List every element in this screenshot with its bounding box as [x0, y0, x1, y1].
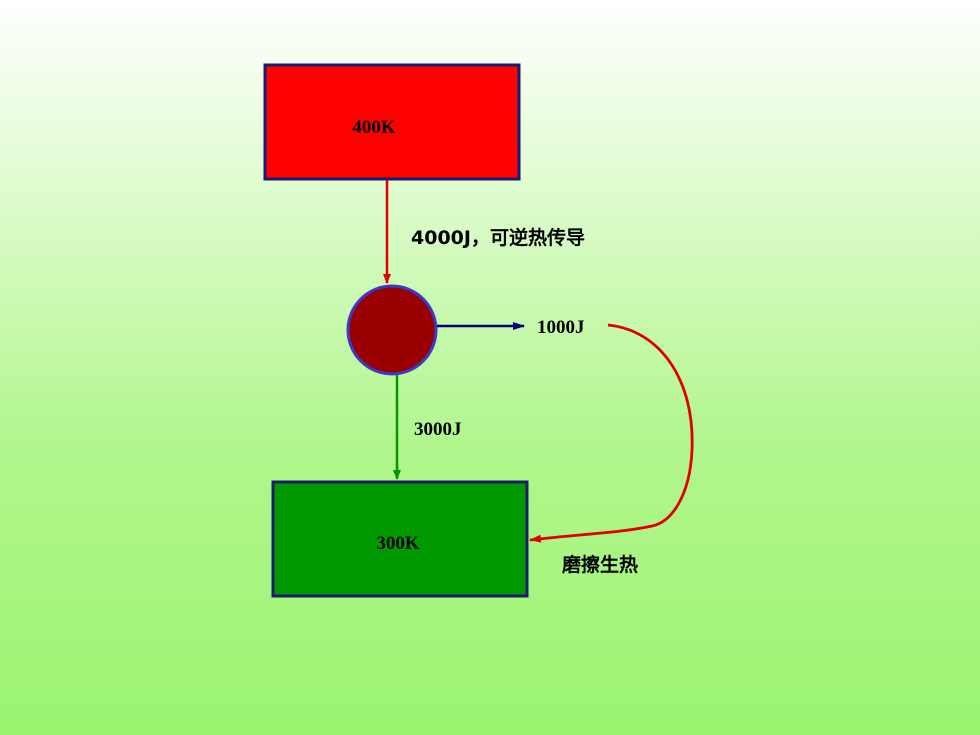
work-out-label: 1000J: [537, 317, 585, 338]
heat-in-label: 4000J，可逆热传导: [411, 226, 585, 249]
friction-heat-label: 磨擦生热: [561, 553, 638, 576]
heat-out-label: 3000J: [414, 419, 462, 440]
cold-reservoir-box: [271, 480, 529, 598]
heat-engine-circle: [346, 284, 438, 376]
friction-heat-arrow: [529, 323, 694, 543]
hot-reservoir-box: [263, 63, 521, 181]
hot-reservoir-label: 400K: [352, 117, 396, 138]
cold-reservoir-label: 300K: [376, 533, 420, 554]
